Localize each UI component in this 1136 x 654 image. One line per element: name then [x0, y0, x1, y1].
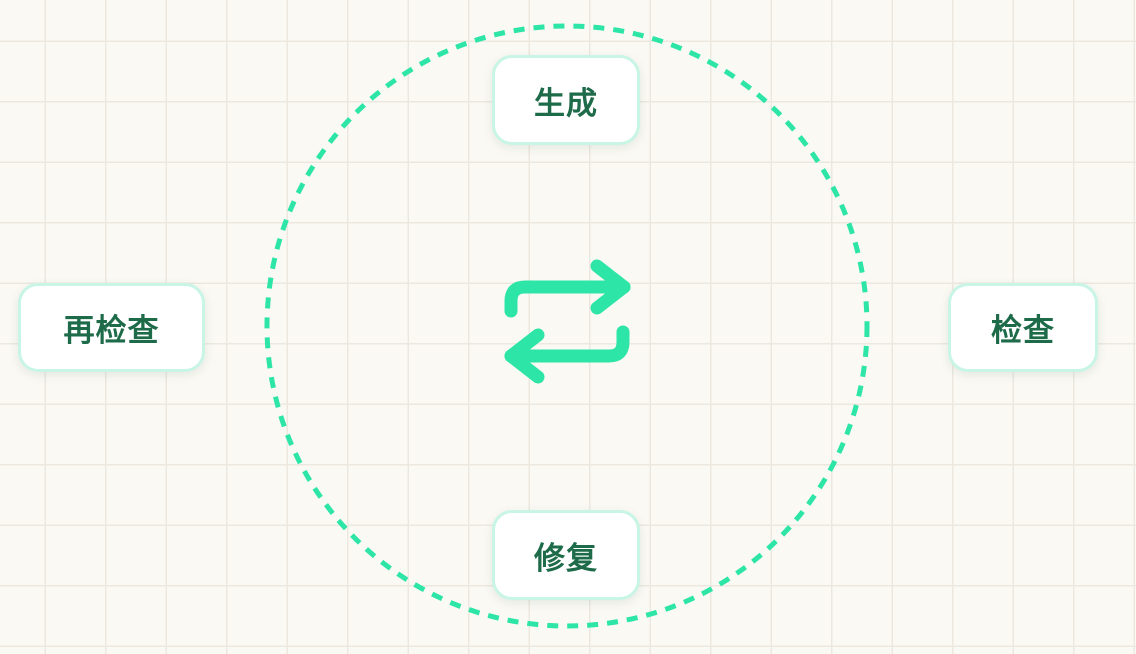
node-recheck: 再检查 [18, 283, 205, 372]
node-check: 检查 [948, 283, 1098, 372]
node-generate-label: 生成 [534, 85, 598, 122]
node-fix: 修复 [492, 510, 640, 600]
node-generate: 生成 [492, 55, 640, 145]
node-check-label: 检查 [991, 313, 1055, 349]
repeat-arrows-icon [504, 259, 631, 384]
node-fix-label: 修复 [534, 540, 598, 577]
node-recheck-label: 再检查 [63, 313, 160, 349]
